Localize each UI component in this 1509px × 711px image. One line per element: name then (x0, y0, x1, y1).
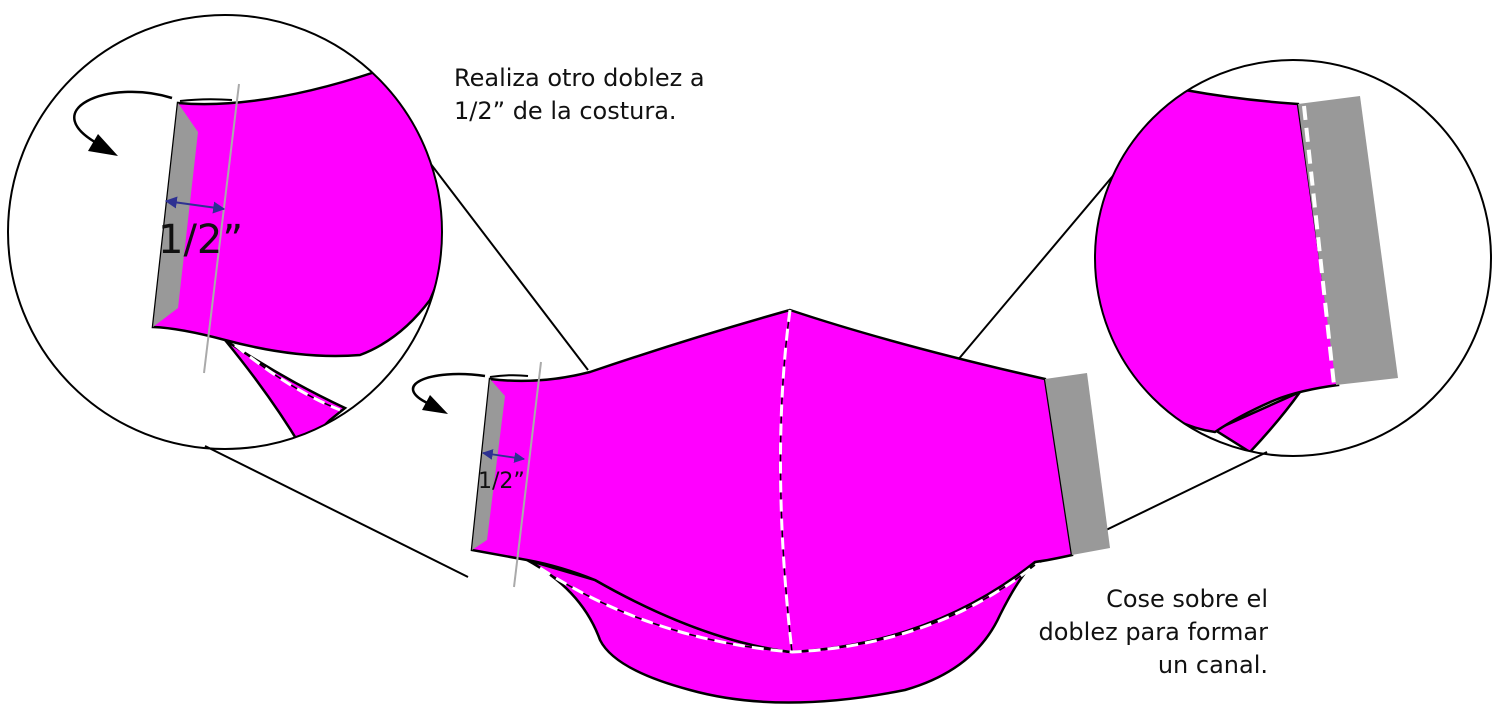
fold-instruction-line-2: 1/2” de la costura. (454, 97, 677, 125)
detail-right-channel (1298, 96, 1398, 385)
mask-center-stitch-dashes (778, 309, 794, 653)
detail-right-circle (1094, 59, 1492, 457)
fold-arrow-detail-icon (73, 90, 173, 156)
detail-left-fold-guide (203, 83, 240, 374)
detail-left-fold (153, 103, 198, 327)
detail-right-stitch (1302, 105, 1336, 386)
mask-main: 1/2” (470, 308, 1110, 704)
fold-instruction-line-1: Realiza otro doblez a (454, 64, 705, 92)
detail-right (1094, 59, 1492, 457)
detail-left-dimension-label: 1/2” (158, 217, 243, 263)
detail-left-circle (7, 14, 443, 450)
mask-dimension-arrow (481, 449, 526, 463)
mask-dimension-label: 1/2” (478, 469, 525, 494)
mask-right-channel (1045, 373, 1110, 555)
fold-arrow-main-icon (411, 372, 486, 414)
sew-instruction-line-3: un canal. (1157, 651, 1268, 679)
mask-bottom-stitch-dashes (539, 563, 1036, 654)
sew-instruction-line-1: Cose sobre el (1106, 585, 1268, 613)
sew-instruction-text: Cose sobre el doblez para formar un cana… (1000, 583, 1269, 682)
mask-left-fold (472, 379, 505, 550)
mask-fold-edge (489, 374, 529, 378)
detail-left-flap-stitch-dashes (234, 343, 341, 412)
mask-fold-guide (513, 361, 542, 588)
fold-instruction-text: Realiza otro doblez a 1/2” de la costura… (454, 62, 705, 128)
mask-body (470, 308, 1074, 654)
detail-left-fold-edge (179, 98, 233, 102)
detail-left-dimension-arrow (164, 196, 226, 214)
connector-left-top (413, 141, 589, 371)
detail-left-body (151, 70, 442, 358)
detail-left: 1/2” (7, 14, 443, 450)
sew-instruction-line-2: doblez para formar (1038, 618, 1269, 646)
connector-right-top (956, 151, 1134, 362)
connector-left-bottom (204, 445, 469, 578)
detail-right-body (1095, 88, 1340, 434)
